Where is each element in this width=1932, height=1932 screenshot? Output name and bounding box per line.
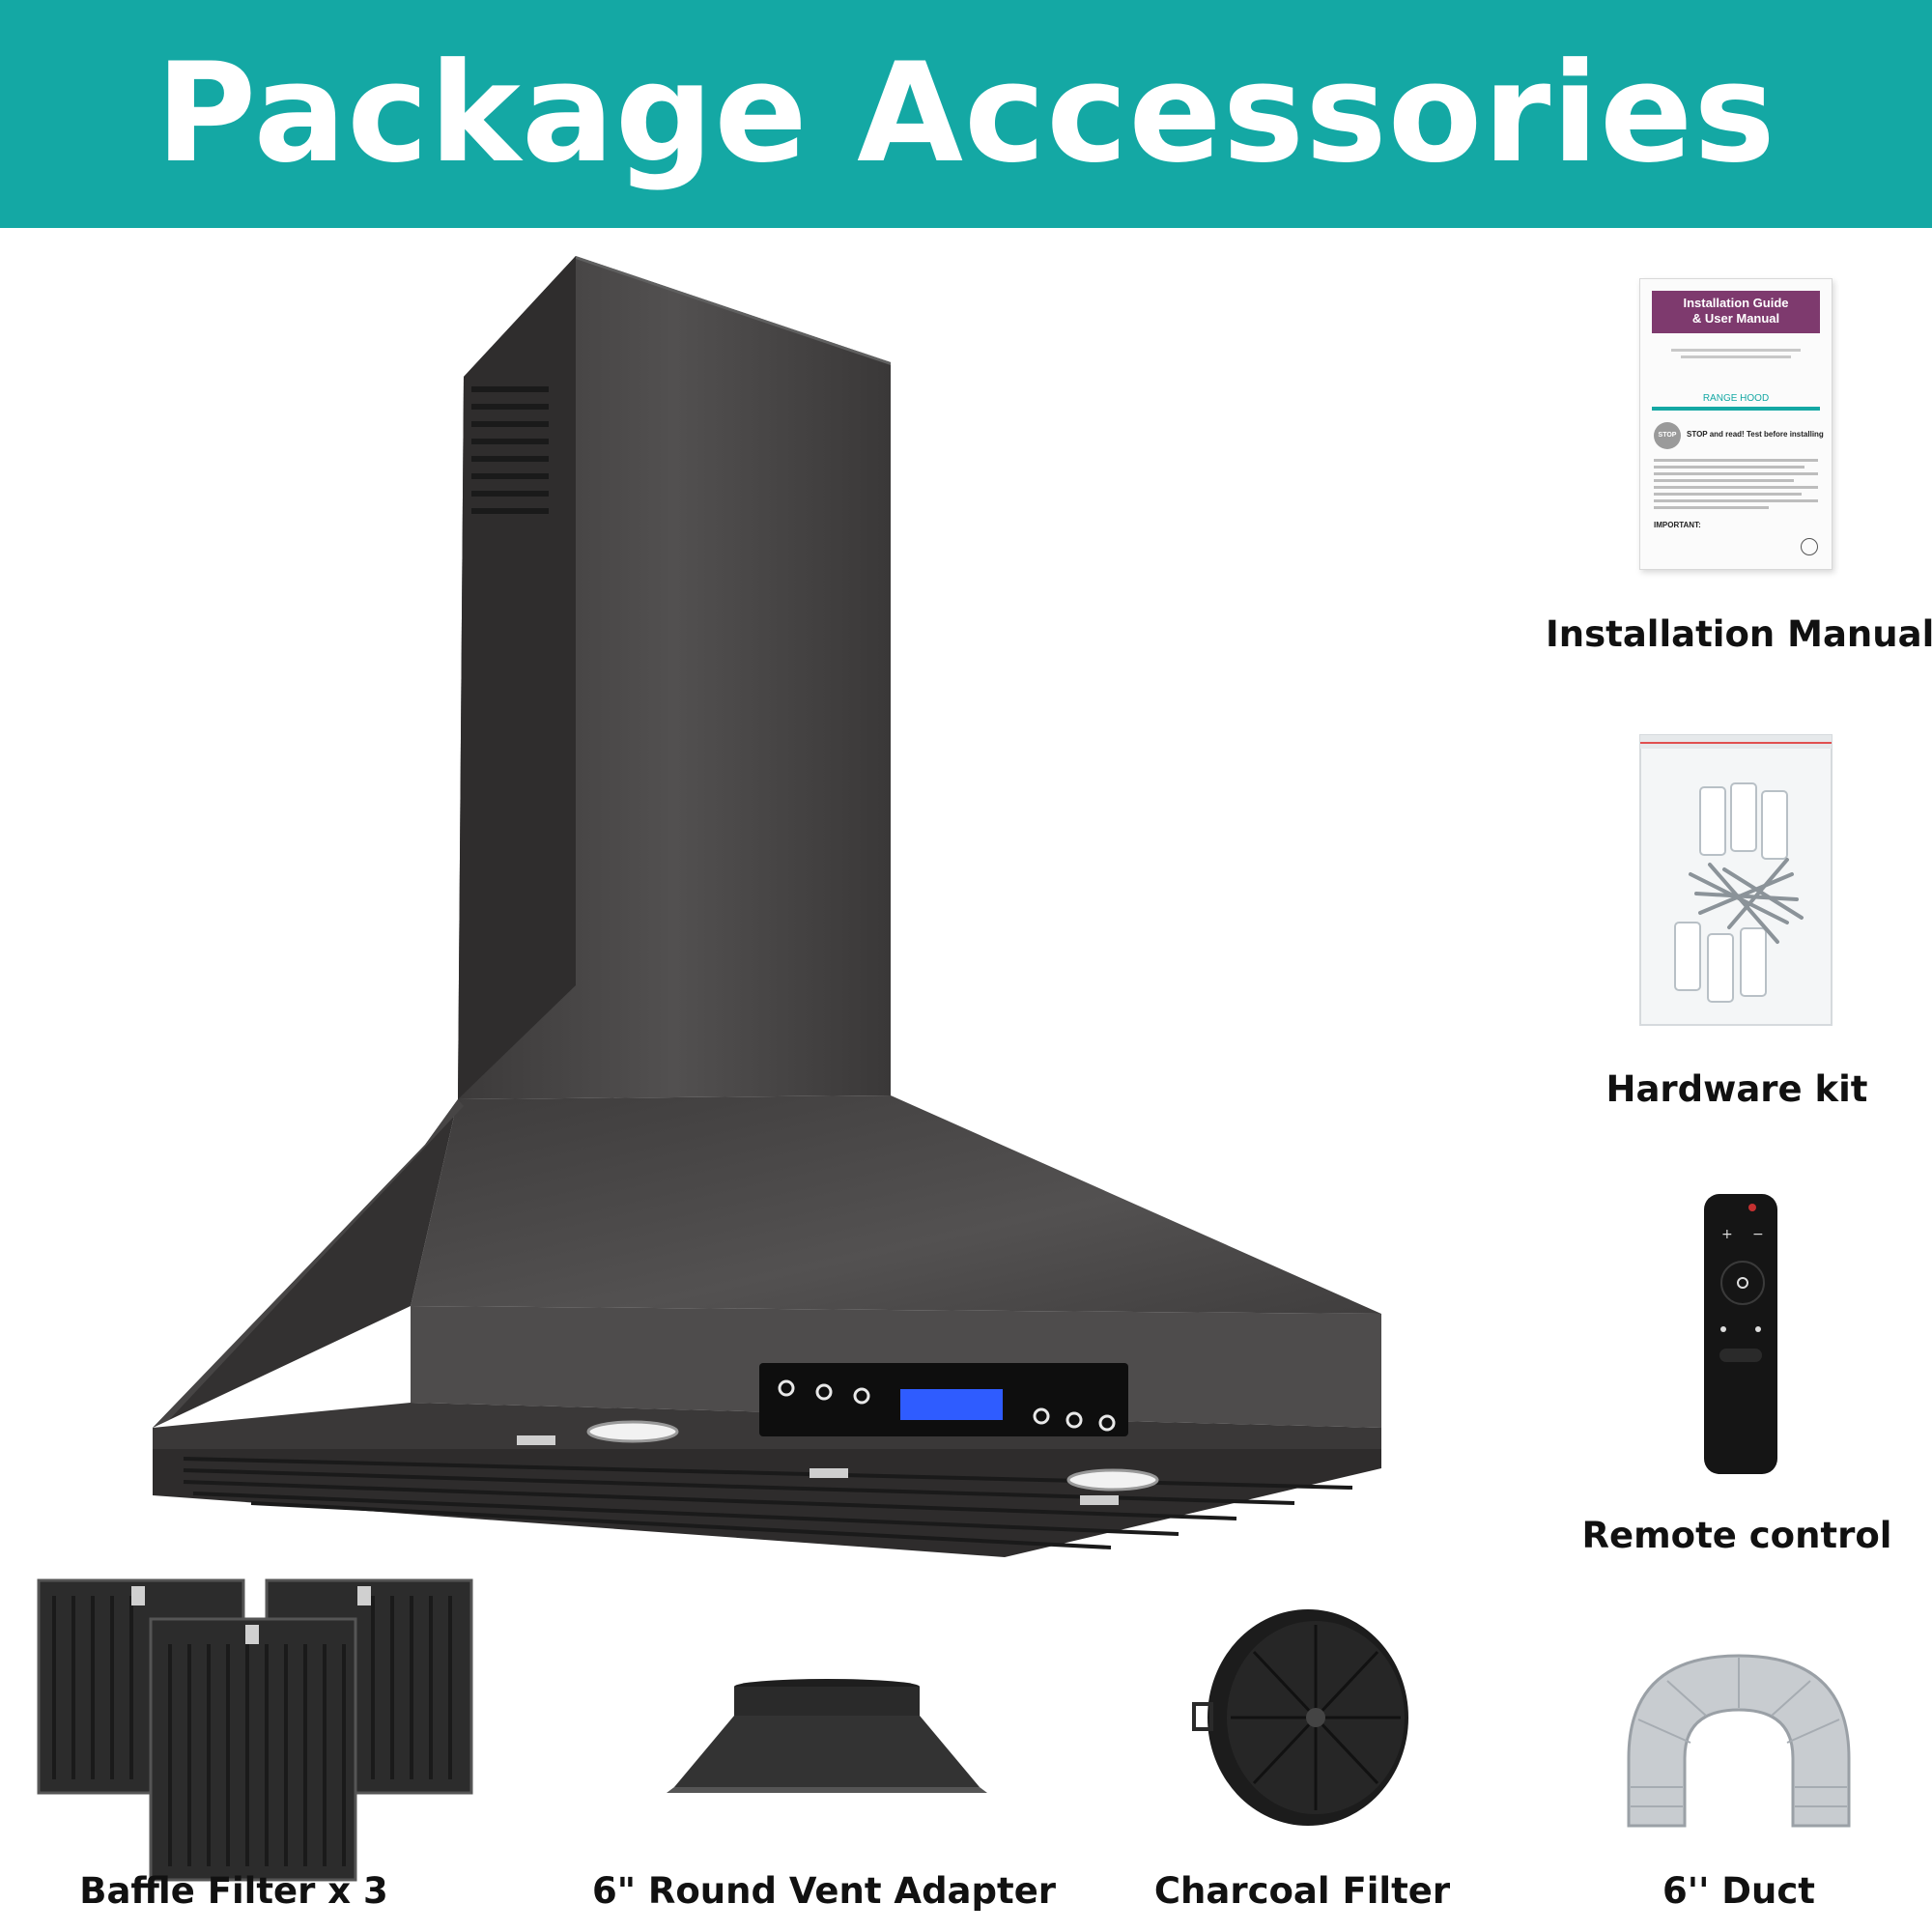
remote-control-image: + −	[1704, 1194, 1777, 1474]
caption-vent-adapter: 6" Round Vent Adapter	[591, 1870, 1057, 1912]
caption-baffle-filter: Baffle Filter x 3	[79, 1870, 388, 1912]
fan-button-icon	[1098, 1414, 1116, 1432]
caption-installation-manual: Installation Manual	[1546, 613, 1932, 655]
manual-subtitle-lines	[1652, 345, 1820, 362]
timer-button-icon	[853, 1387, 870, 1405]
stop-sign-icon: STOP	[1654, 422, 1681, 449]
light-button-icon	[815, 1383, 833, 1401]
caption-charcoal-filter: Charcoal Filter	[1153, 1870, 1451, 1912]
installation-manual-image: Installation Guide & User Manual RANGE H…	[1639, 278, 1833, 570]
manual-text-lines	[1654, 459, 1818, 513]
plus-button-icon	[1065, 1411, 1083, 1429]
svg-text:−: −	[1752, 1227, 1764, 1242]
baffle-filter-image	[37, 1578, 473, 1882]
manual-band: RANGE HOOD	[1652, 387, 1820, 411]
manual-stop-text: STOP and read! Test before installing	[1687, 430, 1824, 439]
svg-text:+: +	[1721, 1227, 1733, 1242]
vent-adapter-image	[667, 1679, 987, 1793]
charcoal-filter-image	[1192, 1609, 1408, 1826]
power-button-icon	[778, 1379, 795, 1397]
led-light-left	[586, 1420, 679, 1443]
led-light-right	[1066, 1468, 1159, 1492]
manual-title-line2: & User Manual	[1691, 311, 1780, 326]
manual-important-label: IMPORTANT:	[1654, 521, 1701, 529]
manual-cover-title: Installation Guide & User Manual	[1652, 291, 1820, 333]
caption-remote-control: Remote control	[1581, 1515, 1892, 1556]
minus-button-icon	[1033, 1407, 1050, 1425]
page-title: Package Accessories	[156, 34, 1776, 193]
hardware-kit-image	[1639, 734, 1833, 1026]
manual-title-line1: Installation Guide	[1683, 296, 1789, 310]
caption-hardware-kit: Hardware kit	[1605, 1068, 1868, 1110]
chimney-vent-slots	[471, 386, 549, 514]
lcd-display	[900, 1389, 1003, 1420]
header-banner: Package Accessories	[0, 0, 1932, 228]
duct-image	[1627, 1654, 1851, 1828]
caption-duct: 6'' Duct	[1662, 1870, 1815, 1912]
certification-seal-icon	[1801, 538, 1818, 555]
